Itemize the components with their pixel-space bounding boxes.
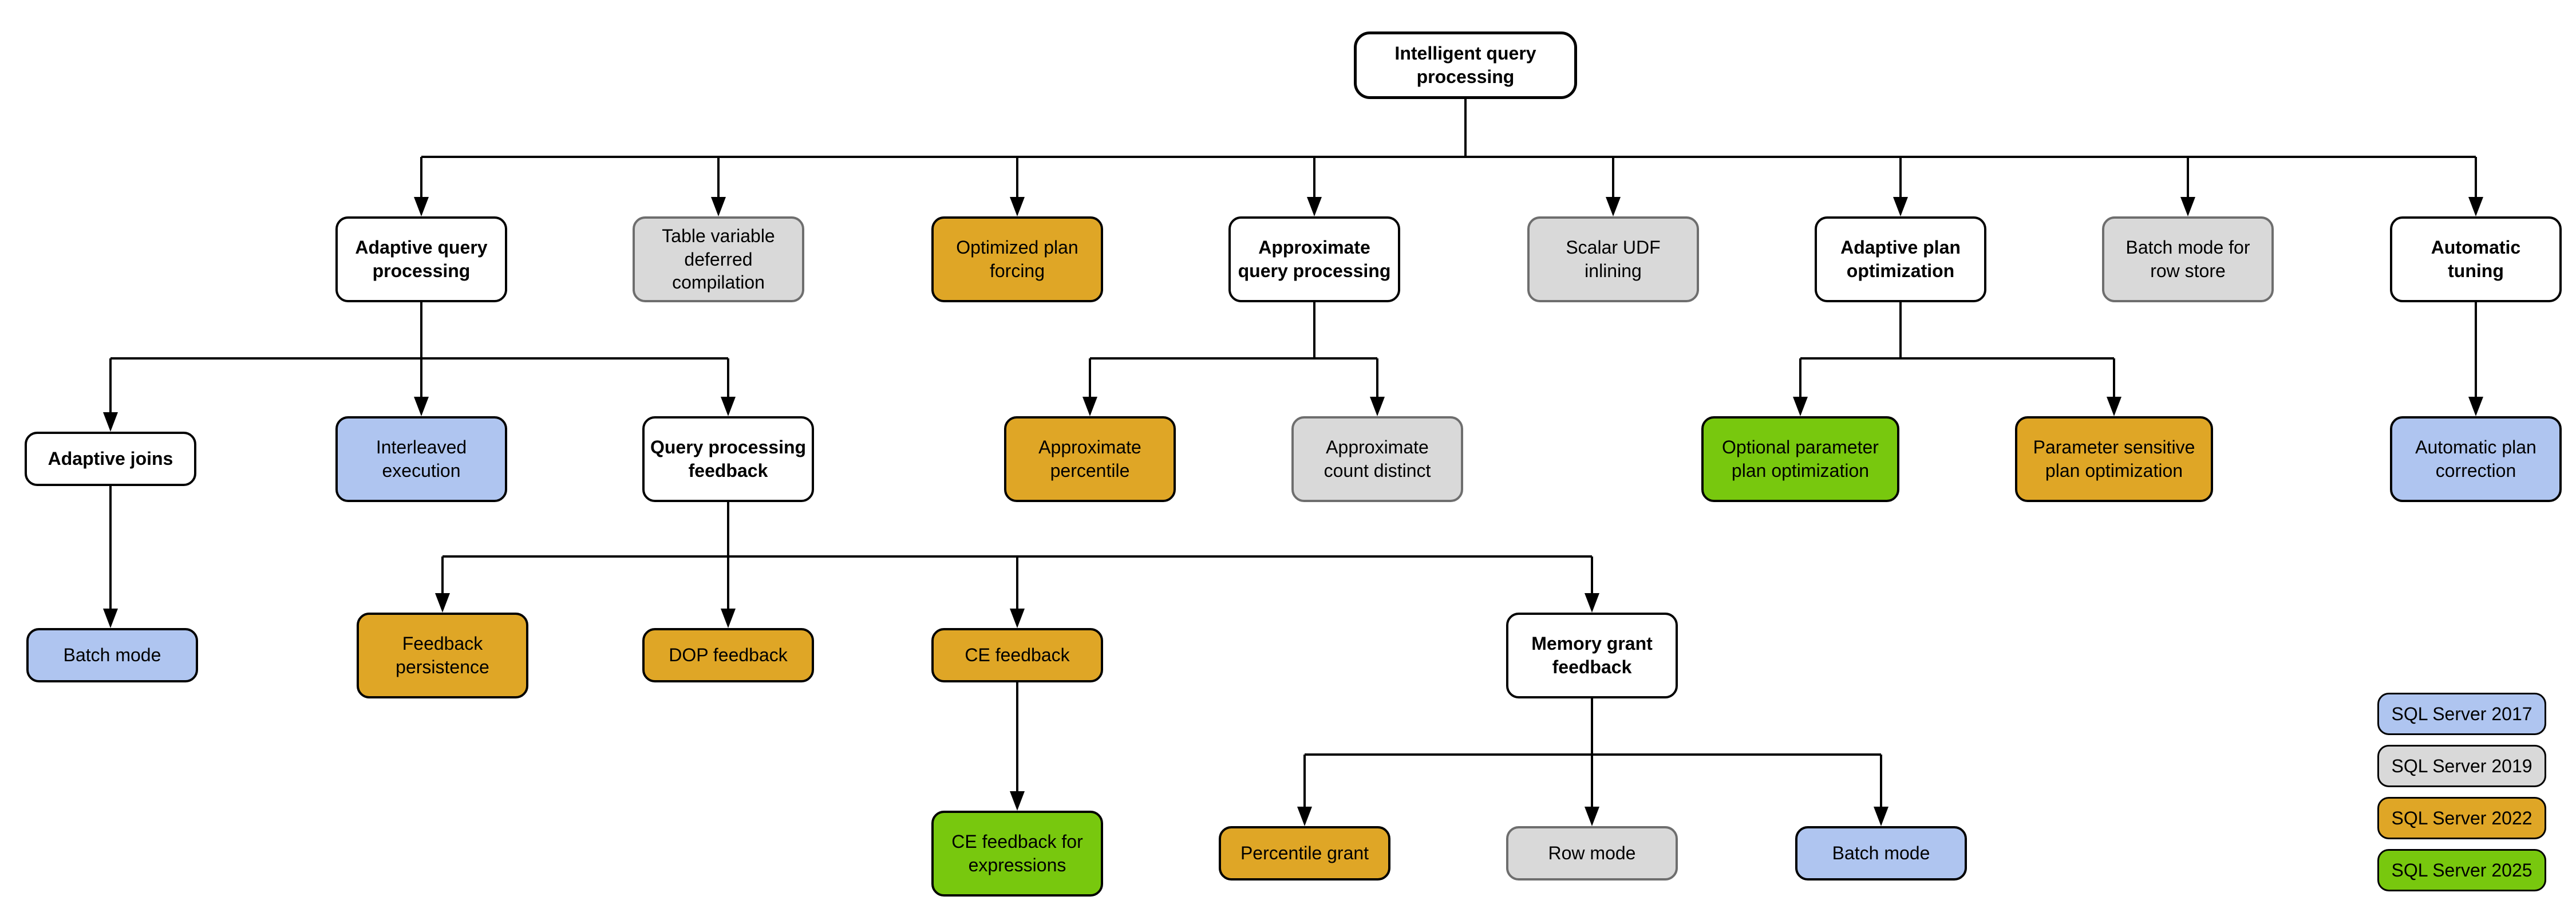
node-batch-mode-adaptive-joins: Batch mode bbox=[26, 628, 198, 682]
connector-adaptive-joins bbox=[103, 486, 118, 628]
node-optimized-plan-forcing: Optimized plan forcing bbox=[931, 216, 1103, 302]
node-intelligent-query-processing: Intelligent query processing bbox=[1354, 31, 1577, 99]
node-percentile-grant: Percentile grant bbox=[1219, 826, 1390, 881]
node-automatic-tuning: Automatic tuning bbox=[2390, 216, 2562, 302]
connector-root-bus bbox=[414, 99, 2483, 216]
connector-ce-feedback bbox=[1010, 682, 1025, 811]
connector-adaptive-query-processing bbox=[103, 302, 736, 432]
node-scalar-udf-inlining: Scalar UDF inlining bbox=[1527, 216, 1699, 302]
legend-sql-server-2022: SQL Server 2022 bbox=[2377, 797, 2546, 839]
node-query-processing-feedback: Query processing feedback bbox=[642, 416, 814, 502]
node-automatic-plan-correction: Automatic plan correction bbox=[2390, 416, 2562, 502]
node-memory-grant-feedback: Memory grant feedback bbox=[1506, 613, 1678, 698]
node-dop-feedback: DOP feedback bbox=[642, 628, 814, 682]
legend-sql-server-2019: SQL Server 2019 bbox=[2377, 745, 2546, 787]
node-batch-mode-for-row-store: Batch mode for row store bbox=[2102, 216, 2274, 302]
legend-sql-server-2025: SQL Server 2025 bbox=[2377, 849, 2546, 891]
node-interleaved-execution: Interleaved execution bbox=[335, 416, 507, 502]
node-batch-mode-memory-grant: Batch mode bbox=[1795, 826, 1967, 881]
node-approximate-count-distinct: Approximate count distinct bbox=[1291, 416, 1463, 502]
connector-approximate-query-processing bbox=[1082, 302, 1385, 416]
legend-sql-server-2017: SQL Server 2017 bbox=[2377, 693, 2546, 735]
node-ce-feedback-for-expressions: CE feedback for expressions bbox=[931, 811, 1103, 897]
connector-automatic-tuning bbox=[2468, 302, 2483, 416]
node-parameter-sensitive-plan-optimization: Parameter sensitive plan optimization bbox=[2015, 416, 2213, 502]
connector-memory-grant-feedback bbox=[1297, 698, 1888, 826]
node-approximate-percentile: Approximate percentile bbox=[1004, 416, 1176, 502]
connector-query-processing-feedback bbox=[435, 502, 1599, 628]
node-approximate-query-processing: Approximate query processing bbox=[1228, 216, 1400, 302]
node-feedback-persistence: Feedback persistence bbox=[357, 613, 528, 698]
node-adaptive-query-processing: Adaptive query processing bbox=[335, 216, 507, 302]
node-optional-parameter-plan-optimization: Optional parameter plan optimization bbox=[1701, 416, 1899, 502]
node-table-variable-deferred-compilation: Table variable deferred compilation bbox=[633, 216, 804, 302]
connector-adaptive-plan-optimization bbox=[1793, 302, 2121, 416]
node-adaptive-plan-optimization: Adaptive plan optimization bbox=[1815, 216, 1986, 302]
node-adaptive-joins: Adaptive joins bbox=[25, 432, 196, 486]
node-ce-feedback: CE feedback bbox=[931, 628, 1103, 682]
node-row-mode: Row mode bbox=[1506, 826, 1678, 881]
